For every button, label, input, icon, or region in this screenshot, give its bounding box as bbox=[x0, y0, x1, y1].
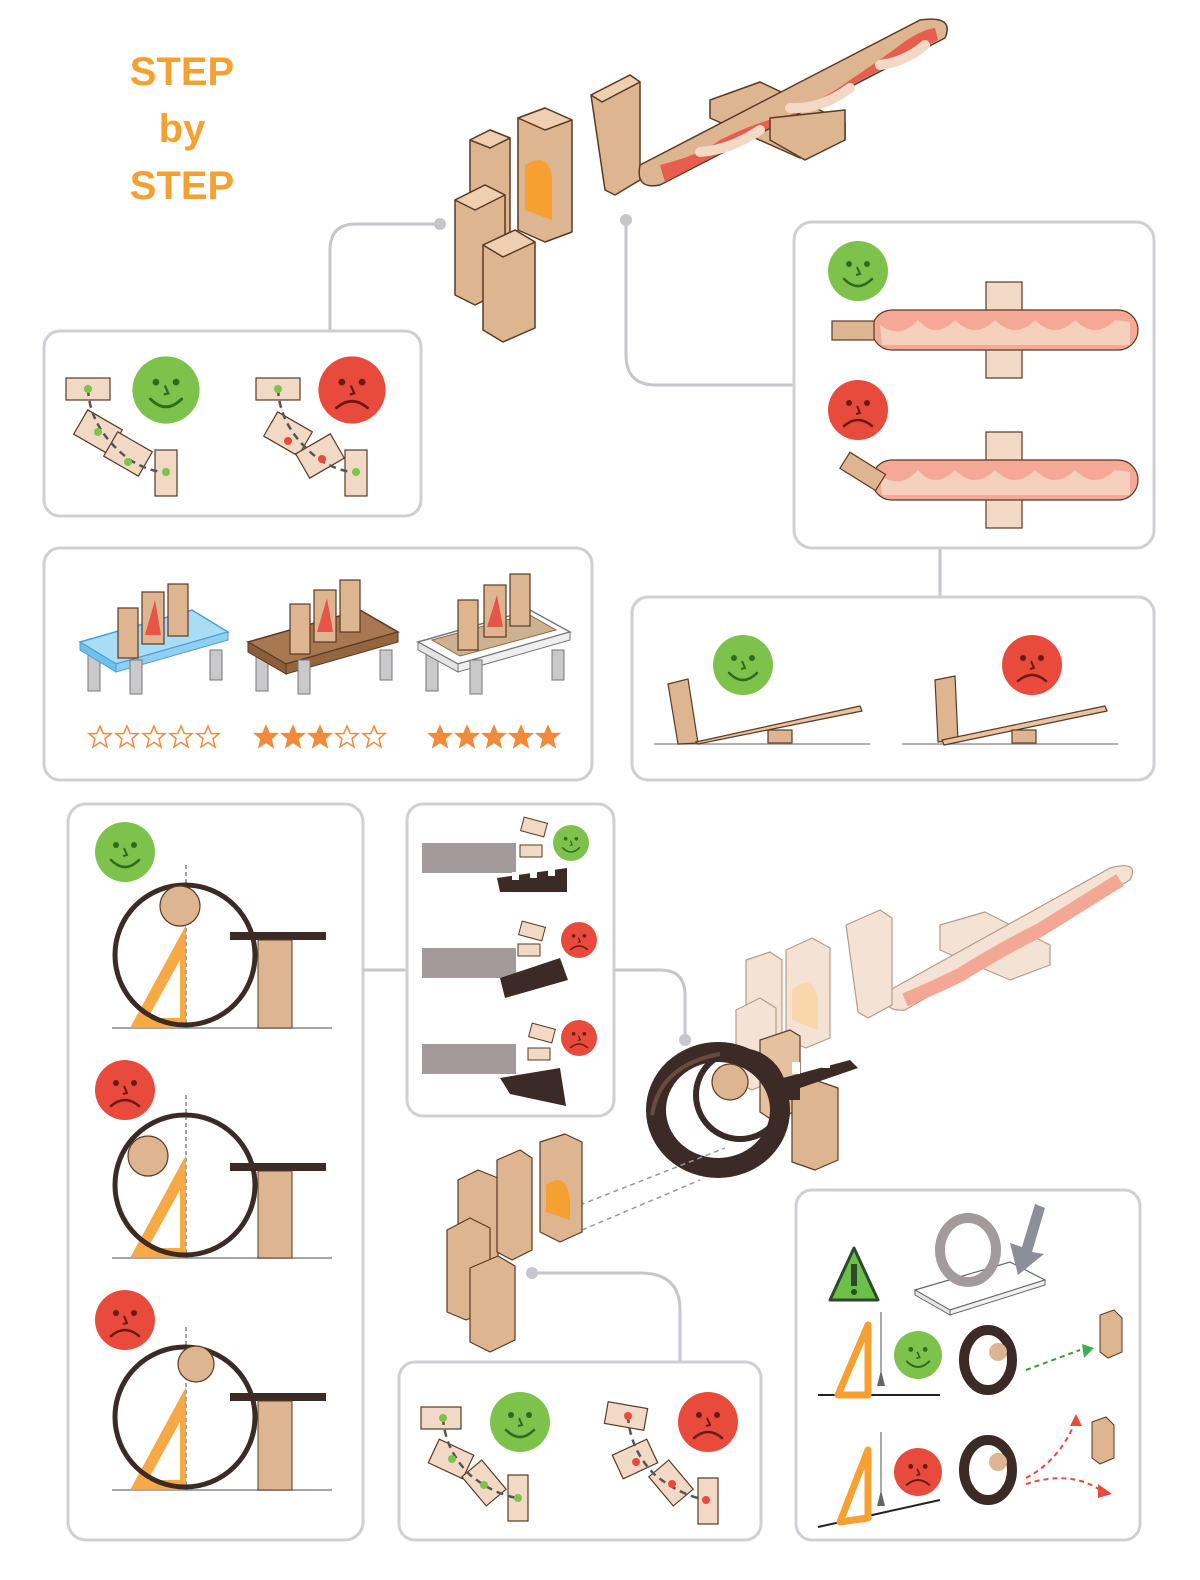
panel-clip-holder bbox=[405, 802, 616, 1118]
sad-face-icon bbox=[93, 1058, 157, 1122]
happy-face-icon bbox=[131, 355, 202, 426]
sad-face-icon bbox=[892, 1446, 944, 1498]
connector-line bbox=[614, 968, 687, 1040]
connector-dot bbox=[526, 1267, 538, 1279]
loop-scene bbox=[446, 865, 1134, 1353]
dominoes-and-plank-scene bbox=[454, 18, 948, 343]
connector-dot bbox=[679, 1034, 691, 1046]
connector-dot bbox=[434, 218, 446, 230]
warning-icon bbox=[828, 1246, 880, 1302]
connector-lines bbox=[328, 220, 942, 598]
sad-face-icon bbox=[676, 1390, 740, 1454]
mat-table bbox=[416, 573, 572, 695]
panel-loop-alignment bbox=[66, 802, 365, 1542]
sad-face-icon bbox=[826, 378, 890, 442]
title-line-1: STEP bbox=[129, 50, 235, 94]
sad-face-icon bbox=[560, 921, 598, 959]
title-line-2: by bbox=[158, 107, 206, 151]
sad-face-icon bbox=[317, 355, 388, 426]
panel-domino-spacing-bottom bbox=[397, 1360, 763, 1542]
connector-dot bbox=[620, 214, 632, 226]
wood-table bbox=[246, 579, 400, 695]
panel-lever-plank bbox=[630, 595, 1156, 782]
title-line-3: STEP bbox=[129, 164, 235, 208]
happy-face-icon bbox=[93, 820, 157, 884]
happy-face-icon bbox=[711, 633, 775, 697]
sad-face-icon bbox=[93, 1288, 157, 1352]
page-title: STEP by STEP bbox=[122, 44, 242, 215]
panel-level-check bbox=[794, 1188, 1142, 1542]
connector-line bbox=[532, 1271, 682, 1362]
panel-surface-rating bbox=[42, 546, 594, 782]
happy-face-icon bbox=[892, 1329, 944, 1381]
happy-face-icon bbox=[552, 824, 590, 862]
panel-domino-spacing bbox=[42, 329, 423, 518]
sad-face-icon bbox=[1000, 633, 1064, 697]
panel-plank-alignment bbox=[792, 220, 1156, 550]
happy-face-icon bbox=[488, 1390, 552, 1454]
happy-face-icon bbox=[826, 239, 890, 303]
sad-face-icon bbox=[560, 1019, 598, 1057]
glass-table bbox=[78, 583, 230, 695]
